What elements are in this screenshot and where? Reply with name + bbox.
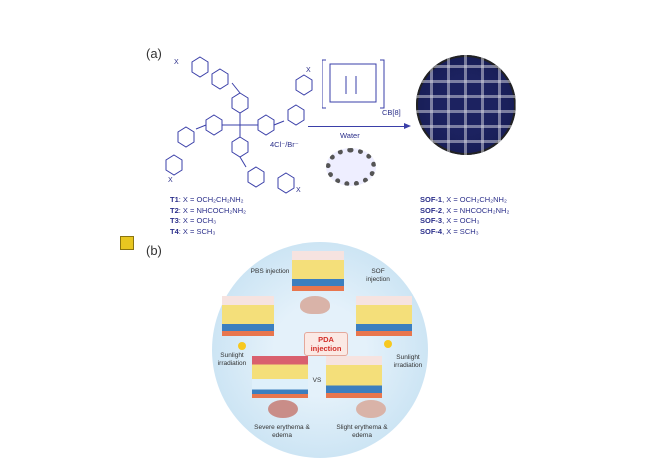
severe-label: Severe erythema & edema (254, 424, 310, 439)
cb8-3d-model (326, 148, 376, 186)
sun-icon-right (384, 340, 392, 348)
sof-injection-label: SOF injection (366, 268, 390, 283)
product-list: SOF-1, X = OCH₂CH₂NH₂ SOF-2, X = NHCOCH₂… (420, 195, 509, 237)
skin-block-sof (356, 296, 412, 336)
cb8-structure (322, 59, 385, 109)
skin-block-top (292, 251, 344, 291)
sunlight-label-left: Sunlight irradiation (217, 352, 247, 367)
substituent-x-1: X (174, 59, 179, 66)
counterion-label: 4Cl⁻/Br⁻ (270, 140, 299, 149)
substituent-x-2: X (168, 177, 173, 184)
reaction-arrow (308, 126, 406, 127)
skin-block-pbs (222, 296, 274, 336)
monomer-t1: T1: X = OCH₂CH₂NH₂ (170, 195, 244, 204)
panel-a-label: (a) (146, 46, 162, 61)
vs-label: VS (312, 377, 322, 384)
sof-framework-image (416, 55, 516, 155)
slight-label: Slight erythema & edema (336, 424, 388, 439)
reagent-cb8: CB[8] (382, 108, 401, 117)
sunlight-label-right: Sunlight irradiation (393, 354, 423, 369)
arrow-head-icon (404, 123, 411, 129)
product-sof2: SOF-2, X = NHCOCH₂NH₂ (420, 205, 510, 215)
product-sof3: SOF-3, X = OCH₃ (420, 216, 480, 225)
mouse-severe (268, 400, 298, 418)
skin-block-slight (326, 356, 382, 398)
monomer-t3: T3: X = OCH₃ (170, 216, 217, 225)
product-sof1: SOF-1, X = OCH₂CH₂NH₂ (420, 195, 507, 204)
monomer-structure (165, 56, 313, 194)
panel-b-label: (b) (146, 243, 162, 258)
sun-icon-left (238, 342, 246, 350)
monomer-t4: T4: X = SCH₃ (170, 226, 216, 236)
solvent-water: Water (340, 131, 360, 140)
mouse-center (300, 296, 330, 314)
document-icon[interactable] (120, 236, 134, 250)
substituent-x-4: X (296, 187, 301, 194)
monomer-t2: T2: X = NHCOCH₂NH₂ (170, 205, 247, 215)
pbs-injection-label: PBS injection (250, 268, 290, 275)
product-sof4: SOF-4, X = SCH₃ (420, 226, 479, 236)
mouse-slight (356, 400, 386, 418)
substituent-x-3: X (306, 67, 311, 74)
monomer-list: T1: X = OCH₂CH₂NH₂ T2: X = NHCOCH₂NH₂ T3… (170, 195, 246, 237)
pda-injection-label: PDA injection (304, 332, 348, 356)
skin-block-severe (252, 356, 308, 398)
